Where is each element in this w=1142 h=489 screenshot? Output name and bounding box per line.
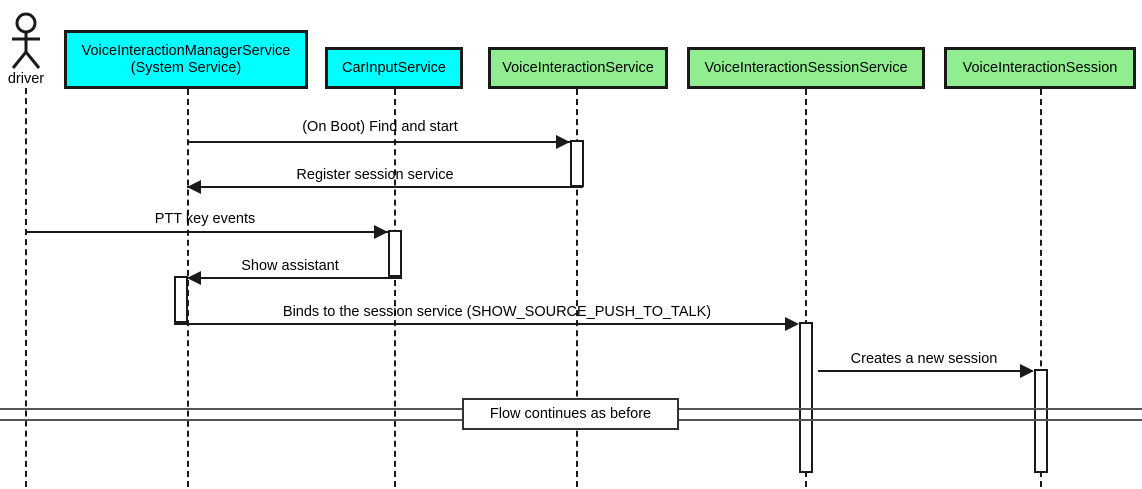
participant-carinputservice[interactable]: CarInputService: [325, 47, 463, 89]
message-line-show-assistant: [187, 277, 402, 279]
arrowhead-ptt-key-events: [374, 225, 388, 239]
participant-voiceinteractionsessionservice[interactable]: VoiceInteractionSessionService: [687, 47, 925, 89]
message-line-creates-a-new-session: [818, 370, 1020, 372]
participant-label-line2: (System Service): [130, 59, 242, 76]
activation-carinputservice: [388, 230, 402, 277]
activation-voiceinteractionsessionservice: [799, 322, 813, 473]
arrowhead-show-assistant: [187, 271, 201, 285]
message-line-on-boot-find-and-start: [187, 141, 570, 143]
arrowhead-register-session-service: [187, 180, 201, 194]
actor-driver: [0, 12, 52, 72]
message-line-binds-to-the-session-service: [174, 323, 785, 325]
message-line-ptt-key-events: [25, 231, 388, 233]
divider-box-flow-continues: Flow continues as before: [462, 398, 679, 430]
lifeline-cis: [394, 89, 396, 487]
participant-label-line1: VoiceInteractionManagerService: [81, 42, 291, 59]
lifeline-vims: [187, 89, 189, 487]
message-label-ptt-key-events: PTT key events: [154, 211, 256, 227]
lifeline-driver: [25, 88, 27, 487]
participant-label-line1: VoiceInteractionService: [502, 59, 654, 76]
lifeline-viss: [805, 89, 807, 487]
lifeline-vis: [576, 89, 578, 487]
arrowhead-binds-to-the-session-service: [785, 317, 799, 331]
message-label-on-boot-find-and-start: (On Boot) Find and start: [302, 119, 458, 135]
divider-label: Flow continues as before: [489, 406, 652, 422]
participant-voiceinteractionservice[interactable]: VoiceInteractionService: [488, 47, 668, 89]
message-line-register-session-service: [187, 186, 583, 188]
arrowhead-on-boot-find-and-start: [556, 135, 570, 149]
message-label-creates-a-new-session: Creates a new session: [850, 351, 998, 367]
activation-voiceinteractionmanagerservice: [174, 276, 188, 323]
message-label-binds-to-the-session-service: Binds to the session service (SHOW_SOURC…: [282, 304, 712, 320]
participant-label-line1: VoiceInteractionSession: [962, 59, 1118, 76]
activation-voiceinteractionsession: [1034, 369, 1048, 473]
participant-label-line1: VoiceInteractionSessionService: [704, 59, 908, 76]
participant-voiceinteractionsession[interactable]: VoiceInteractionSession: [944, 47, 1136, 89]
stick-figure-icon: [11, 12, 41, 69]
participant-voiceinteractionmanagerservice[interactable]: VoiceInteractionManagerService (System S…: [64, 30, 308, 89]
activation-voiceinteractionservice: [570, 140, 584, 187]
lifeline-vse: [1040, 89, 1042, 487]
participant-label-line1: CarInputService: [342, 59, 446, 76]
actor-driver-label: driver: [7, 71, 45, 87]
message-label-register-session-service: Register session service: [296, 167, 454, 183]
message-label-show-assistant: Show assistant: [241, 258, 339, 274]
arrowhead-creates-a-new-session: [1020, 364, 1034, 378]
